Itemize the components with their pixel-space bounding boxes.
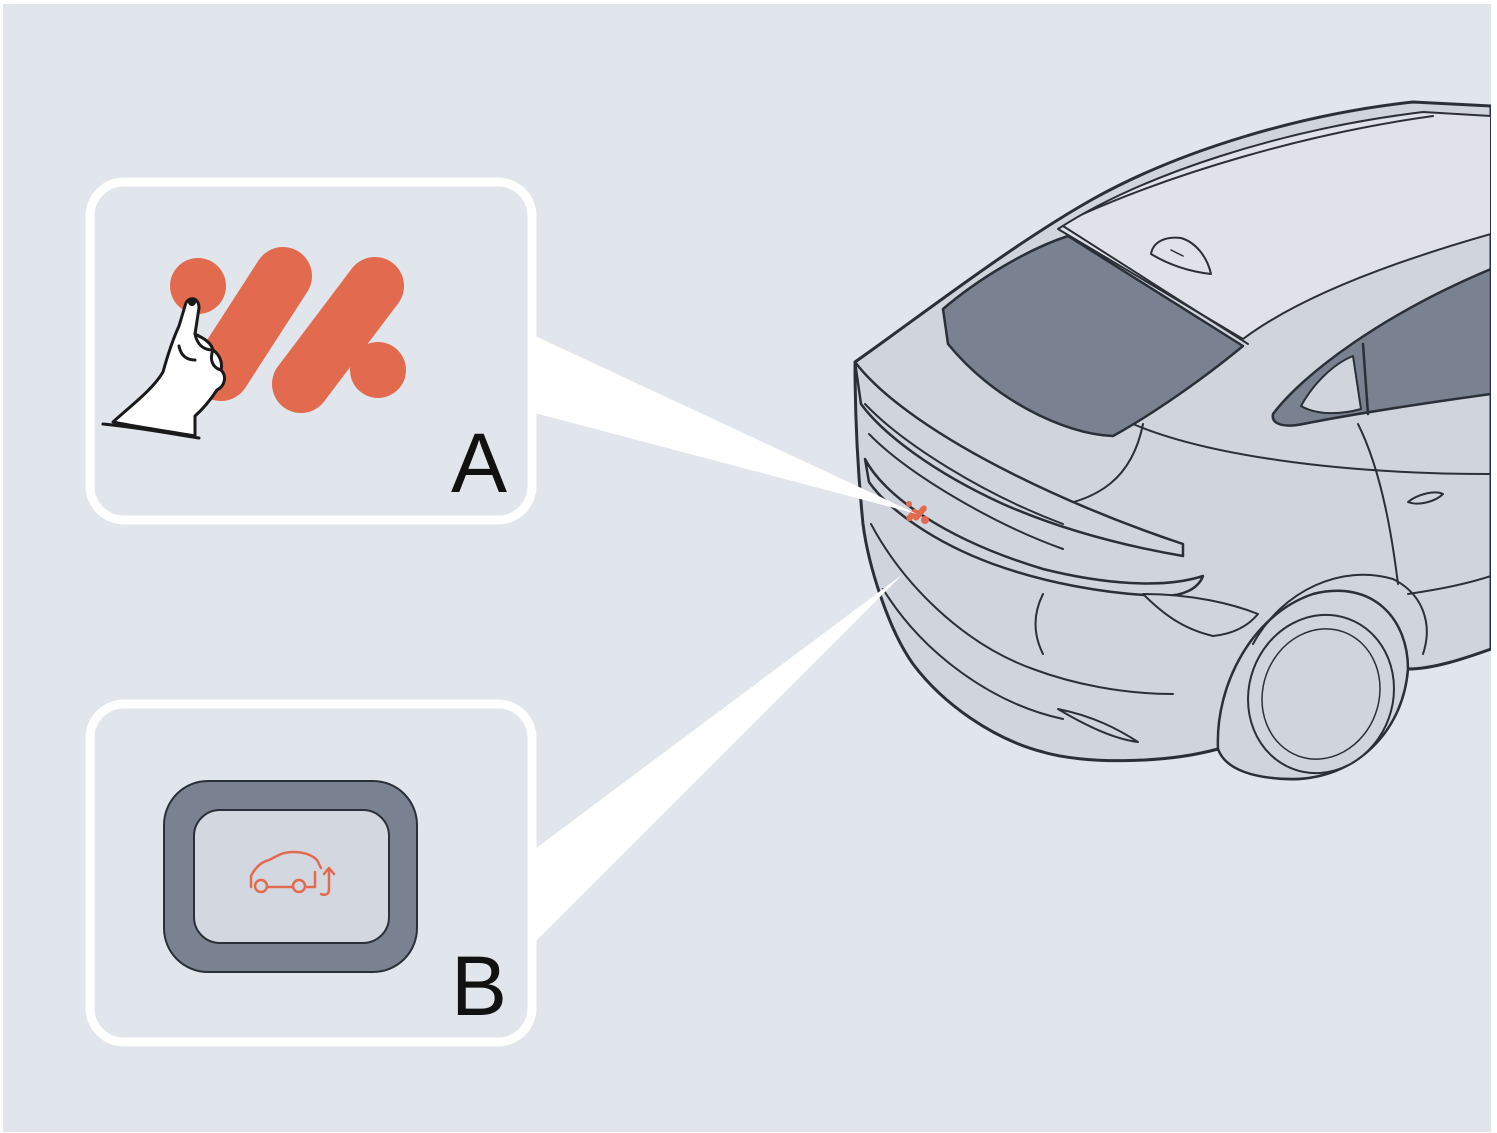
bumper-line xyxy=(870,523,1174,695)
callout-panel-b: B xyxy=(85,699,537,1047)
spoiler xyxy=(853,360,1185,558)
tailgate-switch xyxy=(163,780,418,973)
bumper-line xyxy=(882,588,1064,720)
door-handle xyxy=(1407,491,1444,505)
tail-light-strip xyxy=(863,457,1205,598)
wheel-rim xyxy=(1247,613,1395,775)
window-pillar xyxy=(1361,342,1370,416)
wheel-rim-inner xyxy=(1261,628,1381,760)
bumper-line xyxy=(1034,593,1044,655)
callout-label-a: A xyxy=(451,416,507,510)
roof-rail-line xyxy=(1062,225,1249,345)
car-illustration xyxy=(853,100,1491,781)
car-tailgate-open-icon xyxy=(249,850,336,897)
rear-windshield xyxy=(941,234,1245,438)
antenna-detail xyxy=(1170,249,1184,257)
callout-beam-b xyxy=(531,574,903,946)
diagram-scene: A B xyxy=(3,4,1491,1132)
tailgate-line xyxy=(868,433,1064,550)
tail-light-corner xyxy=(1142,593,1259,637)
quarter-window-frame xyxy=(1300,355,1362,415)
bumper-reflector xyxy=(1057,708,1139,743)
callout-beam-a xyxy=(531,334,917,514)
illustration-canvas: A B xyxy=(3,4,1491,1132)
callout-panel-a: A xyxy=(85,177,537,525)
car-roof xyxy=(1057,111,1491,340)
tailgate-line xyxy=(864,403,1064,525)
door-line xyxy=(1357,423,1399,585)
rocker-line xyxy=(1407,575,1491,595)
tailgate-sensor-marker xyxy=(906,501,929,524)
fingertip-contact-dot xyxy=(188,298,196,306)
callout-label-b: B xyxy=(451,939,507,1033)
side-crease-line xyxy=(1132,423,1491,475)
tailgate-touch-sensor-icon xyxy=(170,247,406,413)
wheel-arch xyxy=(1252,573,1428,655)
roof-rail-line xyxy=(1082,115,1434,215)
pointing-hand-icon xyxy=(101,297,226,440)
